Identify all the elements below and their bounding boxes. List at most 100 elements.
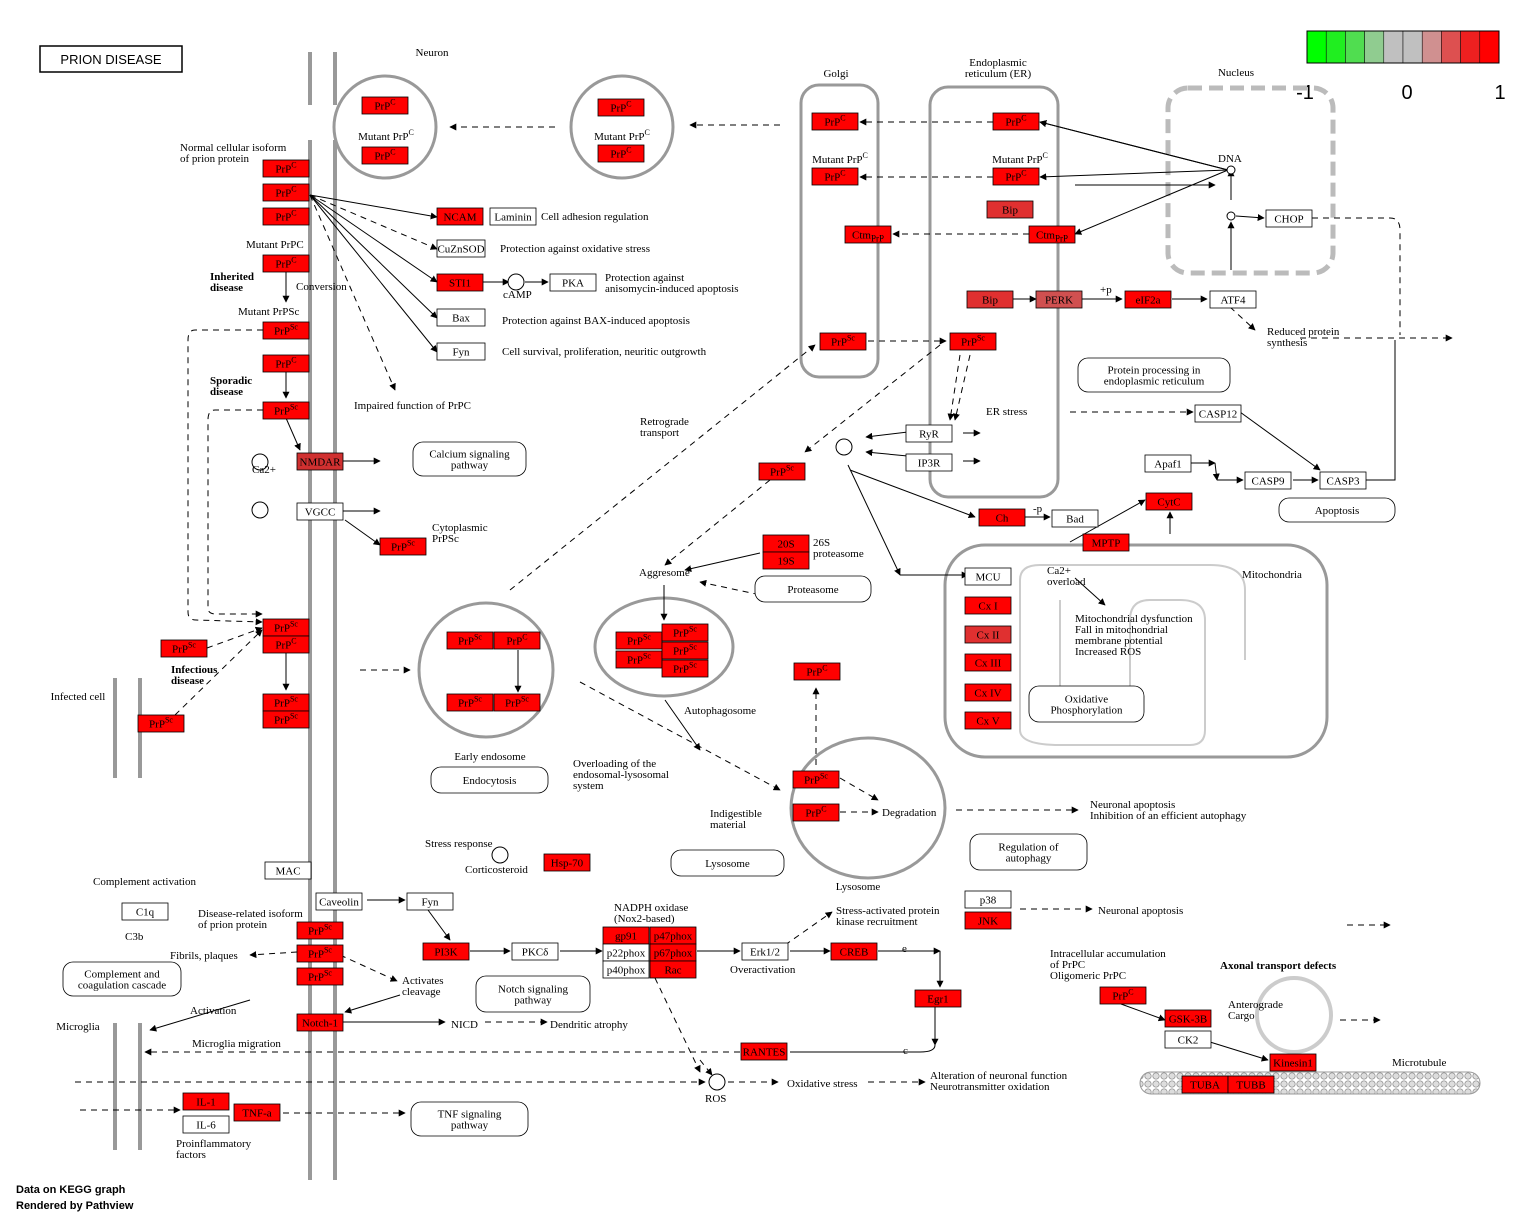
- gene-prp-mem-4[interactable]: PrPC: [262, 254, 310, 273]
- node-bax[interactable]: Bax: [436, 308, 486, 327]
- node-p38[interactable]: p38: [964, 890, 1012, 909]
- gene-prp-mem-3[interactable]: PrPC: [262, 207, 310, 226]
- gene-prp-golgi-2[interactable]: PrPC: [811, 167, 859, 186]
- node-c1q[interactable]: C1q: [121, 902, 169, 921]
- node-casp3[interactable]: CASP3: [1319, 471, 1367, 490]
- node-cuznsod[interactable]: CuZnSOD: [436, 239, 486, 258]
- node-casp9[interactable]: CASP9: [1244, 471, 1292, 490]
- gene-prp-vesicle-2[interactable]: PrPC: [597, 144, 645, 163]
- gene-prpc-cyto-3[interactable]: PrPC: [793, 662, 841, 681]
- node-ck2[interactable]: CK2: [1164, 1030, 1212, 1049]
- compound-circle[interactable]: [507, 273, 525, 291]
- gene-ctm-er[interactable]: CtmPrP: [1028, 225, 1076, 244]
- gene-p47phox[interactable]: p47phox: [649, 926, 697, 945]
- compound-circle[interactable]: [251, 501, 269, 519]
- node-fyn[interactable]: Fyn: [406, 892, 454, 911]
- gene-eif2a[interactable]: eIF2a: [1124, 290, 1172, 309]
- node-p22phox[interactable]: p22phox: [602, 943, 650, 962]
- gene-pi3k[interactable]: PI3K: [422, 942, 470, 961]
- gene-egr1[interactable]: Egr1: [914, 989, 962, 1008]
- gene-prpsc-cyto-2[interactable]: PrPSc: [758, 462, 806, 481]
- gene-prp-endo[interactable]: PrPC: [493, 631, 541, 650]
- gene-prpsc-lys[interactable]: PrPSc: [792, 770, 840, 789]
- gene-prpsc-endo-3[interactable]: PrPSc: [493, 693, 541, 712]
- gene-tuba[interactable]: TUBA: [1181, 1075, 1229, 1094]
- compound-circle[interactable]: [251, 453, 269, 471]
- compound-circle[interactable]: [835, 438, 853, 456]
- gene-mptp[interactable]: MPTP: [1082, 533, 1130, 552]
- gene-agg-2[interactable]: PrPSc: [615, 650, 663, 669]
- gene-p20s[interactable]: 20S: [762, 534, 810, 553]
- gene-jnk[interactable]: JNK: [964, 911, 1012, 930]
- gene-creb[interactable]: CREB: [830, 942, 878, 961]
- gene-prpsc-mem-3[interactable]: PrPSc: [262, 618, 310, 637]
- gene-cx2[interactable]: Cx II: [964, 625, 1012, 644]
- node-p40phox[interactable]: p40phox: [602, 960, 650, 979]
- gene-prpsc-infect-2[interactable]: PrPSc: [137, 714, 185, 733]
- gene-agg-1[interactable]: PrPSc: [615, 631, 663, 650]
- gene-prp-er-2[interactable]: PrPC: [992, 167, 1040, 186]
- gene-bip-2[interactable]: Bip: [966, 290, 1014, 309]
- gene-prpsc-er[interactable]: PrPSc: [949, 332, 997, 351]
- node-apaf1[interactable]: Apaf1: [1144, 454, 1192, 473]
- gene-rantes[interactable]: RANTES: [740, 1042, 788, 1061]
- node-atf4[interactable]: ATF4: [1209, 290, 1257, 309]
- compound-circle[interactable]: [1226, 211, 1236, 221]
- node-mcu[interactable]: MCU: [964, 567, 1012, 586]
- gene-notch1[interactable]: Notch-1: [296, 1013, 344, 1032]
- gene-cx1[interactable]: Cx I: [964, 596, 1012, 615]
- gene-sti1[interactable]: STI1: [436, 273, 484, 292]
- gene-prp-endo-2[interactable]: PrPSc: [446, 693, 494, 712]
- gene-cx5[interactable]: Cx V: [964, 711, 1012, 730]
- gene-prpsc-golgi[interactable]: PrPSc: [819, 332, 867, 351]
- gene-nmdar[interactable]: NMDAR: [296, 452, 344, 471]
- node-pka[interactable]: PKA: [549, 273, 597, 292]
- gene-agg-5[interactable]: PrPSc: [661, 659, 709, 678]
- gene-prp-mem-5[interactable]: PrPC: [262, 354, 310, 373]
- node-erk1-2[interactable]: Erk1/2: [741, 942, 789, 961]
- gene-prpsc-endo-1[interactable]: PrPSc: [446, 631, 494, 650]
- gene-ch[interactable]: Ch: [978, 508, 1026, 527]
- gene-bip-1[interactable]: Bip: [986, 200, 1034, 219]
- gene-rac[interactable]: Rac: [649, 960, 697, 979]
- gene-p67phox[interactable]: p67phox: [649, 943, 697, 962]
- node-bad[interactable]: Bad: [1051, 509, 1099, 528]
- gene-agg-3[interactable]: PrPSc: [661, 623, 709, 642]
- gene-il1[interactable]: IL-1: [182, 1092, 230, 1111]
- gene-prpsc-mg-3[interactable]: PrPSc: [296, 967, 344, 986]
- gene-cx3[interactable]: Cx III: [964, 653, 1012, 672]
- gene-prpsc-cyto-1[interactable]: PrPSc: [379, 537, 427, 556]
- gene-prp-oligo[interactable]: PrPC: [1099, 986, 1147, 1005]
- gene-prpsc-infect-1[interactable]: PrPSc: [160, 639, 208, 658]
- pathway-link-proteasome[interactable]: Proteasome: [754, 575, 872, 603]
- gene-kinesin[interactable]: Kinesin1: [1269, 1053, 1317, 1072]
- gene-perk[interactable]: PERK: [1035, 290, 1083, 309]
- compound-circle[interactable]: [708, 1073, 726, 1091]
- gene-p19s[interactable]: 19S: [762, 551, 810, 570]
- pathway-link-lysosome[interactable]: Lysosome: [670, 849, 785, 877]
- gene-prp-golgi-1[interactable]: PrPC: [811, 112, 859, 131]
- node-pkc[interactable]: PKCδ: [511, 942, 559, 961]
- gene-tnfa[interactable]: TNF-a: [233, 1103, 281, 1122]
- gene-prpsc-mem-2[interactable]: PrPSc: [262, 401, 310, 420]
- gene-prp-neuron-2[interactable]: PrPC: [361, 146, 409, 165]
- node-mac[interactable]: MAC: [264, 861, 312, 880]
- compound-circle[interactable]: [491, 846, 509, 864]
- node-ip3r[interactable]: IP3R: [905, 453, 953, 472]
- node-ryr[interactable]: RyR: [905, 424, 953, 443]
- gene-prpsc-mem-4[interactable]: PrPSc: [262, 693, 310, 712]
- compound-circle[interactable]: [1226, 165, 1236, 175]
- node-casp12[interactable]: CASP12: [1194, 404, 1242, 423]
- gene-cx4[interactable]: Cx IV: [964, 683, 1012, 702]
- node-chop[interactable]: CHOP: [1265, 209, 1313, 228]
- gene-agg-4[interactable]: PrPSc: [661, 641, 709, 660]
- gene-prp-mem-1[interactable]: PrPC: [262, 159, 310, 178]
- gene-prpsc-mem-5[interactable]: PrPSc: [262, 710, 310, 729]
